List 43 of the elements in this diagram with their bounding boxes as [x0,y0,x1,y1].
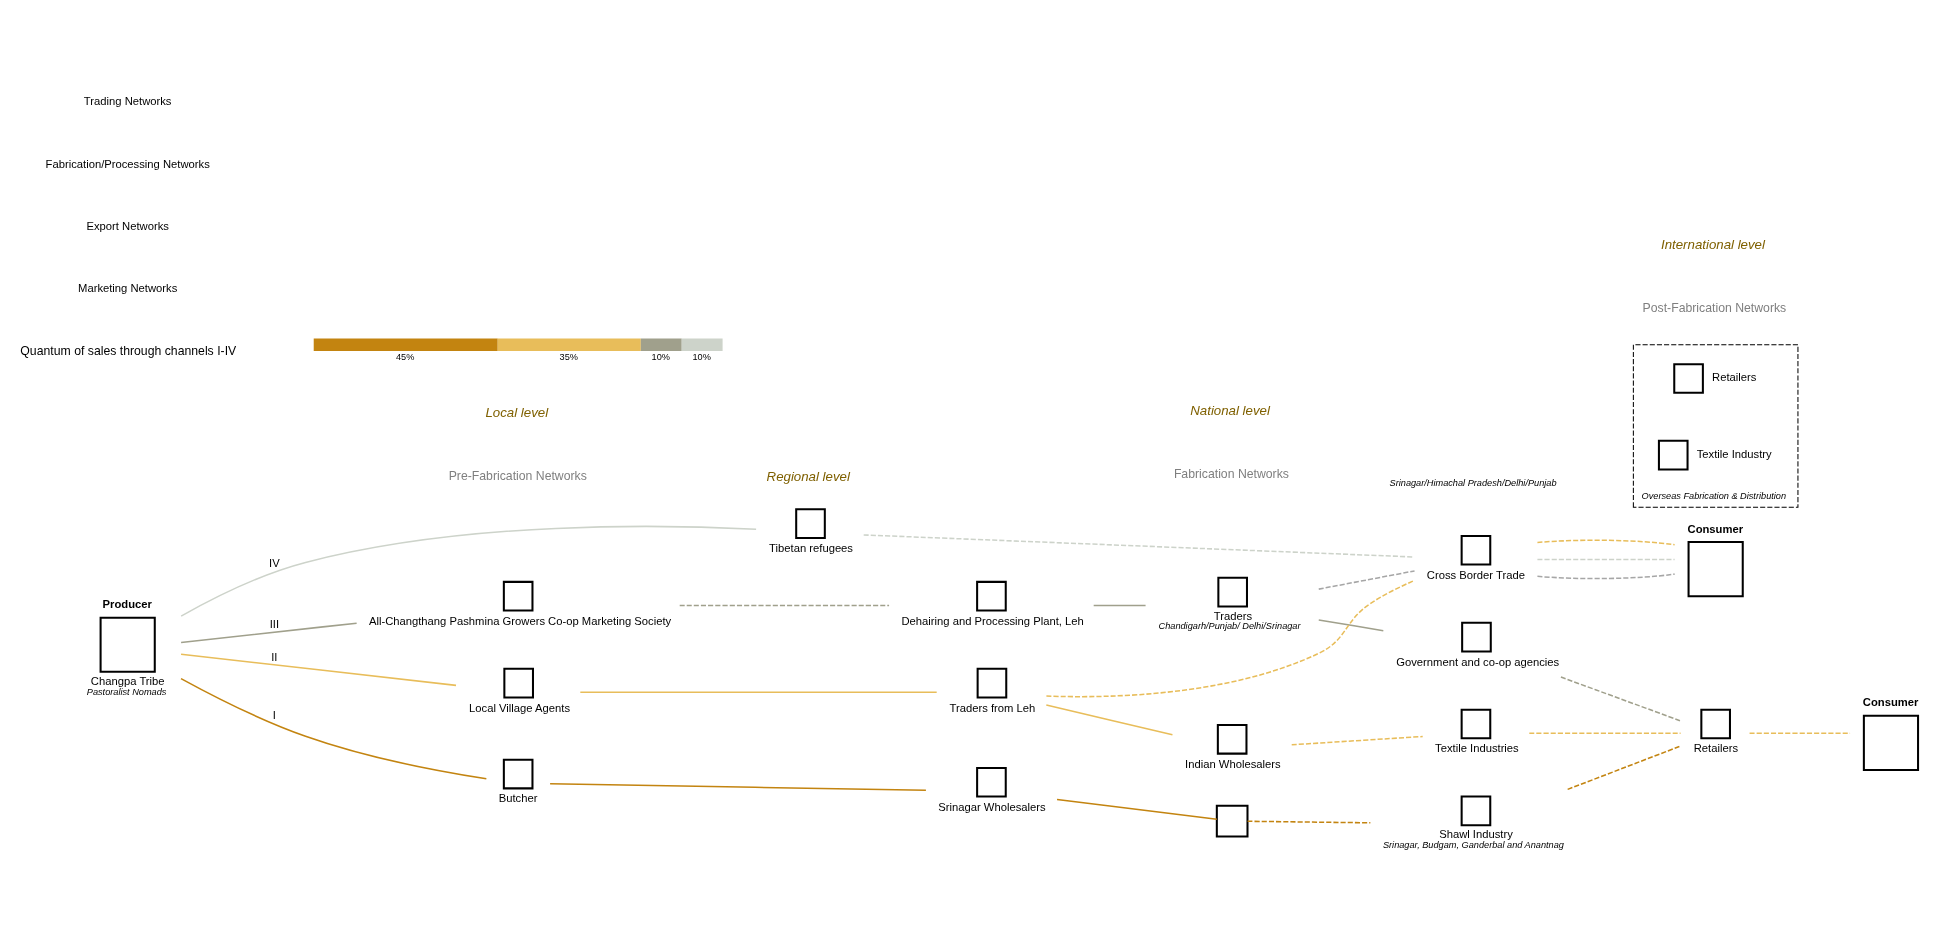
node-label: Shawl Industry [1439,828,1513,841]
label: Local level [485,404,549,420]
node-label: Traders from Leh [949,701,1036,714]
node-label: Consumer [1862,696,1919,709]
node-label: Textile Industries [1435,742,1519,755]
node-label: Srinagar, Budgam, Ganderbal and Anantnag [1382,839,1564,850]
legend-label: 10% [651,352,670,363]
node-label: Retailers [1693,742,1739,755]
legend-label: Export Networks [86,220,169,233]
node-label: Textile Industry [1696,448,1772,461]
label: Post-Fabrication Networks [1642,301,1787,316]
label: Fabrication Networks [1173,466,1289,481]
legend-label: Marketing Networks [78,282,178,295]
node-label: Government and co-op agencies [1396,655,1560,668]
node-label: Producer [102,598,152,611]
node-label: Tibetan refugees [769,542,854,555]
legend-label: Fabrication/Processing Networks [45,157,210,170]
node-label: Changpa Tribe [90,674,165,687]
edge-label: II [271,651,278,664]
label: International level [1660,237,1765,253]
node-label: Traders [1213,609,1253,622]
label: Quantum of sales through channels I-IV [20,344,237,359]
label: Regional level [766,469,850,485]
legend-label: 35% [559,352,578,363]
label: National level [1190,402,1270,418]
node-label: Srinagar Wholesalers [938,800,1046,813]
edge-label: IV [269,557,280,570]
legend-label: Trading Networks [83,95,172,108]
node-label: Dehairing and Processing Plant, Leh [901,614,1084,627]
node-label: Cross Border Trade [1426,568,1525,581]
node-label: Butcher [498,792,538,805]
label: Pre-Fabrication Networks [448,468,587,483]
edge-label: III [269,617,280,630]
node-label: Consumer [1687,522,1744,535]
node-label: Chandigarh/Punjab/ Delhi/Srinagar [1158,621,1301,632]
label: Srinagar/Himachal Pradesh/Delhi/Punjab [1389,478,1557,489]
node-label: Indian Wholesalers [1185,757,1281,770]
node-label: All-Changthang Pashmina Growers Co-op Marketing Society [368,614,672,627]
legend-label: 45% [396,352,415,363]
legend-label: 10% [692,352,711,363]
edge-label: I [272,708,276,721]
node-label: Retailers [1712,371,1757,384]
node-label: Local Village Agents [469,701,571,714]
